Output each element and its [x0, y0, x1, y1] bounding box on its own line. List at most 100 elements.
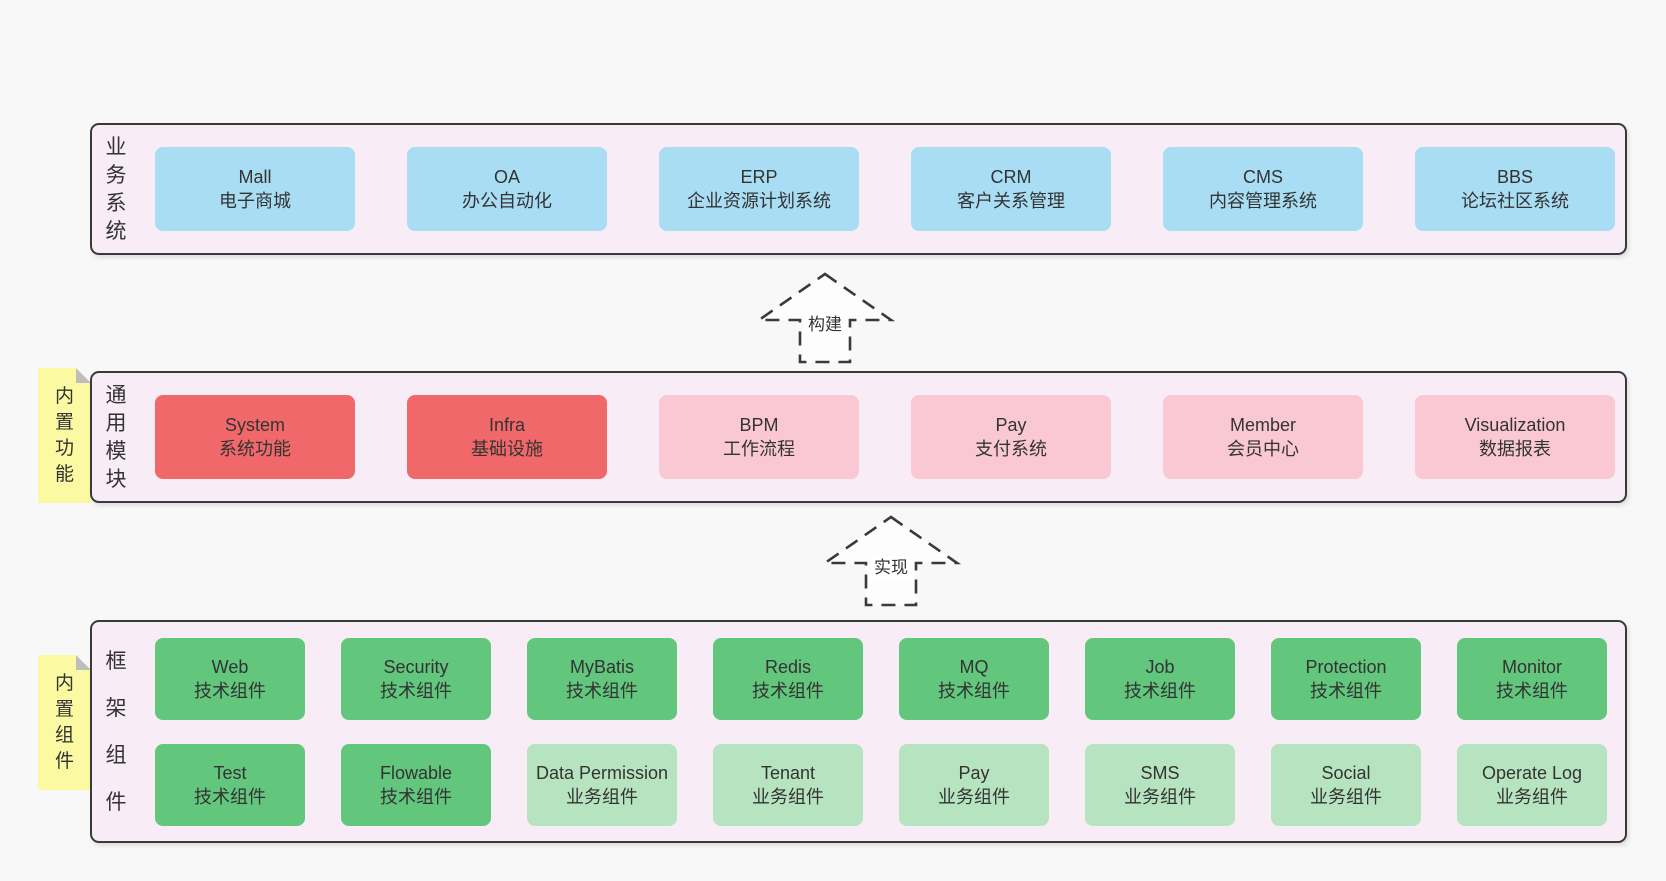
sticky-note-builtin-features: 内置功能 [38, 368, 91, 503]
arrow-label-implement: 实现 [871, 556, 911, 580]
box-title-en: Social [1321, 762, 1371, 783]
arrow-label-build: 构建 [805, 313, 845, 337]
box-subtitle-zh: 业务组件 [1310, 786, 1382, 807]
note-label-char: 功 [54, 437, 74, 459]
box-title-en: Web [211, 656, 249, 677]
box-title-en: Security [383, 656, 449, 677]
box-title-en: Protection [1305, 656, 1387, 677]
note-label-char: 组 [54, 724, 74, 746]
side-label-char: 架 [105, 696, 127, 720]
box-subtitle-zh: 技术组件 [1124, 680, 1196, 701]
box-title-en: Pay [995, 415, 1027, 435]
layer-side-label: 业务系统 [98, 125, 134, 253]
box-subtitle-zh: 电子商城 [219, 191, 291, 211]
box-subtitle-zh: 内容管理系统 [1209, 191, 1317, 211]
box-title-en: Job [1145, 656, 1175, 677]
box-subtitle-zh: 客户关系管理 [957, 191, 1065, 211]
side-label-char: 模 [105, 439, 127, 463]
box-subtitle-zh: 会员中心 [1227, 439, 1299, 459]
box-pay: Pay 业务组件 [899, 743, 1049, 826]
side-label-char: 组 [105, 743, 127, 767]
note-label-char: 件 [54, 750, 74, 772]
note-label-char: 内 [54, 672, 74, 694]
box-mq: MQ 技术组件 [899, 637, 1049, 720]
box-title-en: SMS [1140, 762, 1180, 783]
side-label-char: 务 [105, 163, 127, 187]
note-label-char: 能 [54, 463, 74, 485]
box-subtitle-zh: 技术组件 [1496, 680, 1568, 701]
box-mybatis: MyBatis 技术组件 [527, 637, 677, 720]
box-title-en: CRM [990, 167, 1032, 187]
box-title-en: ERP [740, 167, 778, 187]
note-label-char: 置 [54, 698, 74, 720]
side-label-char: 件 [105, 790, 127, 814]
box-erp: ERP 企业资源计划系统 [659, 147, 859, 231]
box-subtitle-zh: 工作流程 [723, 439, 795, 459]
box-title-en: CMS [1243, 167, 1283, 187]
box-title-en: Test [213, 762, 247, 783]
box-bbs: BBS 论坛社区系统 [1415, 147, 1615, 231]
box-subtitle-zh: 技术组件 [380, 680, 452, 701]
box-title-en: Infra [488, 415, 526, 435]
box-title-en: MQ [959, 656, 989, 677]
box-cms: CMS 内容管理系统 [1163, 147, 1363, 231]
box-title-en: System [224, 415, 285, 435]
box-subtitle-zh: 技术组件 [194, 786, 266, 807]
side-label-char: 统 [105, 219, 127, 243]
box-subtitle-zh: 技术组件 [938, 680, 1010, 701]
box-title-en: Redis [764, 656, 812, 677]
box-security: Security 技术组件 [341, 637, 491, 720]
sticky-note-builtin-components: 内置组件 [38, 655, 91, 790]
box-subtitle-zh: 业务组件 [1496, 786, 1568, 807]
note-label-char: 内 [54, 385, 74, 407]
box-title-en: Visualization [1464, 415, 1566, 435]
box-social: Social 业务组件 [1271, 743, 1421, 826]
sticky-note-label: 内置功能 [55, 384, 74, 488]
layer-side-label: 通用模块 [98, 373, 134, 501]
box-title-en: Operate Log [1481, 762, 1583, 783]
box-title-en: Pay [958, 762, 990, 783]
side-label-char: 框 [105, 649, 127, 673]
layer-side-label: 框架组件 [98, 622, 134, 841]
box-subtitle-zh: 数据报表 [1479, 439, 1551, 459]
box-job: Job 技术组件 [1085, 637, 1235, 720]
note-label-char: 置 [54, 411, 74, 433]
box-subtitle-zh: 技术组件 [566, 680, 638, 701]
box-title-en: Member [1229, 415, 1296, 435]
box-member: Member 会员中心 [1163, 395, 1363, 479]
side-label-char: 块 [105, 467, 127, 491]
box-title-en: Mall [238, 167, 272, 187]
box-mall: Mall 电子商城 [155, 147, 355, 231]
box-title-en: Data Permission [535, 762, 669, 783]
box-subtitle-zh: 业务组件 [566, 786, 638, 807]
box-subtitle-zh: 业务组件 [752, 786, 824, 807]
box-title-en: MyBatis [569, 656, 634, 677]
box-title-en: Monitor [1501, 656, 1563, 677]
box-redis: Redis 技术组件 [713, 637, 863, 720]
box-crm: CRM 客户关系管理 [911, 147, 1111, 231]
box-title-en: Tenant [760, 762, 816, 783]
box-subtitle-zh: 技术组件 [752, 680, 824, 701]
box-subtitle-zh: 企业资源计划系统 [687, 191, 831, 211]
box-visualization: Visualization 数据报表 [1415, 395, 1615, 479]
box-subtitle-zh: 业务组件 [938, 786, 1010, 807]
box-title-en: BBS [1496, 167, 1534, 187]
box-subtitle-zh: 论坛社区系统 [1461, 191, 1569, 211]
box-subtitle-zh: 技术组件 [380, 786, 452, 807]
arrow-implement-up: 实现 [806, 512, 976, 609]
box-title-en: OA [493, 167, 520, 187]
box-test: Test 技术组件 [155, 743, 305, 826]
side-label-char: 业 [105, 135, 127, 159]
